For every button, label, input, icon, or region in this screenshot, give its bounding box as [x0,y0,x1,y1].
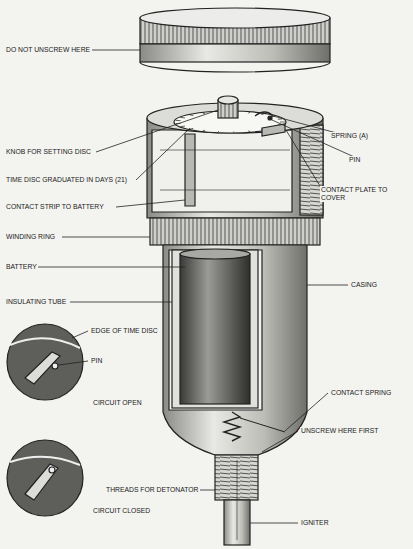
casing [163,245,307,455]
callout-label: CONTACT SPRING [330,389,392,397]
disc-tick [218,131,219,133]
winding-ring [150,218,320,245]
disc-tick [190,128,194,130]
callout-label: CIRCUIT OPEN [92,399,143,407]
disc-tick [261,113,264,115]
callout-label: IGNITER [300,519,330,527]
callout-label: INSULATING TUBE [5,298,67,306]
callout-label: CONTACT STRIP TO BATTERY [5,203,105,211]
callout-label: CASING [350,281,378,289]
callout-label: EDGE OF TIME DISC [90,327,159,335]
callout-label: KNOB FOR SETTING DISC [5,148,92,156]
disc-tick [248,130,250,132]
stem [215,455,258,545]
callout-label: UNSCREW HERE FIRST [300,427,379,435]
disc-tick [180,117,185,118]
disc-tick [190,114,194,116]
callout-label: PIN [348,156,361,164]
disc-tick [233,131,234,133]
callout-label: WINDING RING [5,233,56,241]
disc-tick [280,122,285,123]
disc-tick [180,126,185,127]
callout-label: THREADS FOR DETONATOR [105,486,200,494]
disc-tick [176,120,181,121]
disc-tick [203,112,206,114]
callout-label: PIN [90,357,103,365]
callout-label: BATTERY [5,263,38,271]
callout-label: CONTACT PLATE TO COVER [320,186,410,202]
disc-tick [248,112,250,114]
callout-label: TIME DISC GRADUATED IN DAYS (21) [5,176,128,184]
disc-tick [203,130,206,132]
callout-label: CIRCUIT CLOSED [92,507,151,515]
upper-body [147,96,323,218]
callout-label: SPRING (A) [330,132,369,140]
callout-label: DO NOT UNSCREW HERE [5,46,91,54]
cap [140,8,330,72]
circuit-insets [7,324,83,516]
leader-lines [37,50,361,523]
